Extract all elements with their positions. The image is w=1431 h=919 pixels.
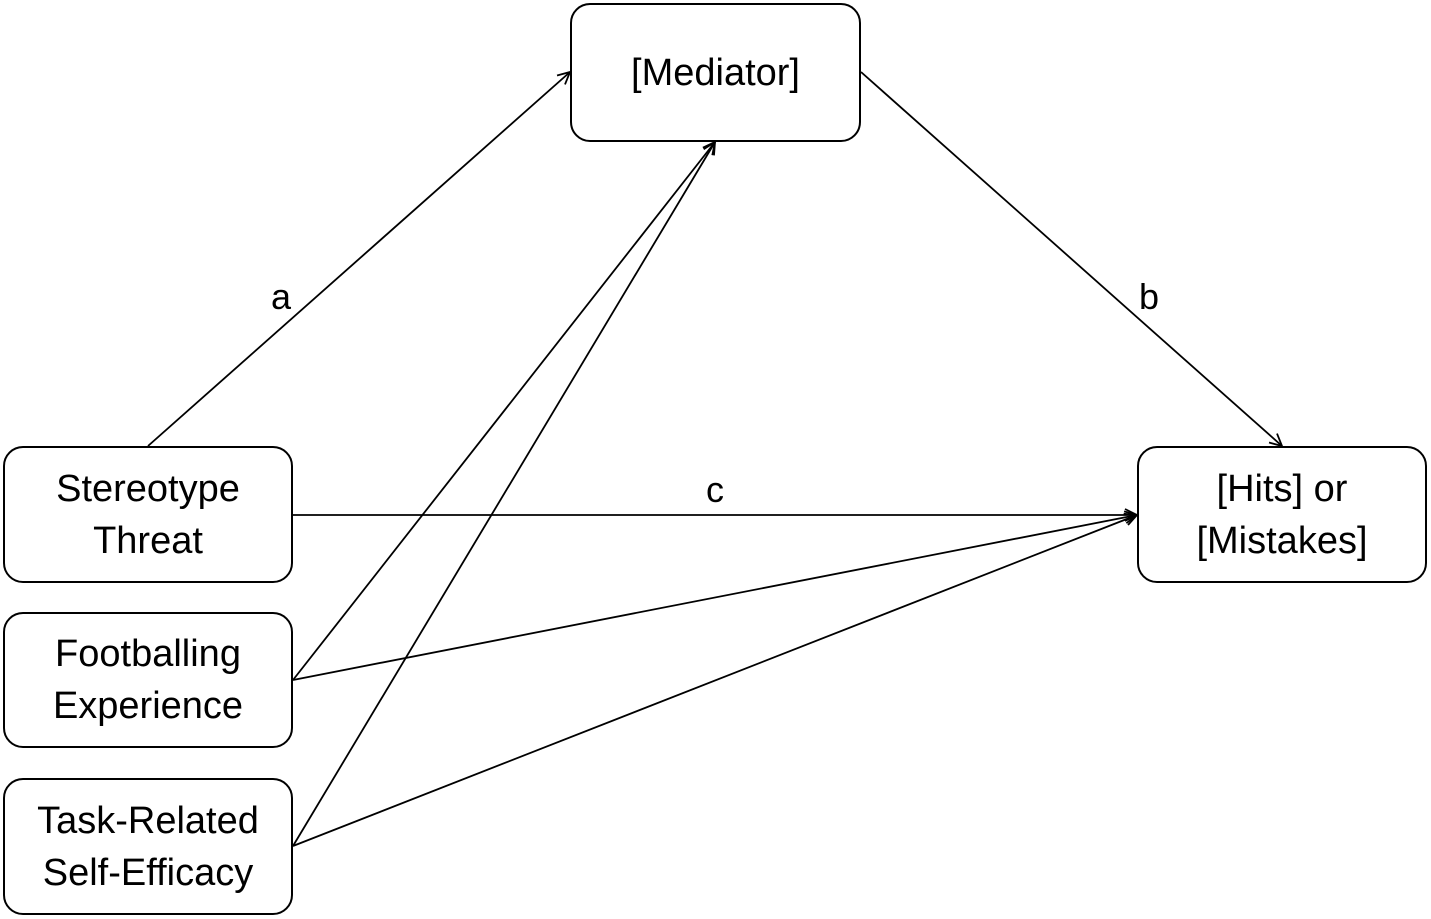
stereotype-threat-box: Stereotype Threat xyxy=(3,446,293,583)
path-label-c: c xyxy=(706,469,724,510)
arrow-efficacy-to-mediator xyxy=(292,142,715,847)
path-label-a: a xyxy=(270,276,292,317)
outcome-box: [Hits] or [Mistakes] xyxy=(1137,446,1427,583)
arrow-experience-to-outcome xyxy=(292,515,1137,681)
arrow-b-mediator-to-outcome xyxy=(860,71,1282,446)
mediator-label: [Mediator] xyxy=(631,51,800,94)
arrow-a-threat-to-mediator xyxy=(147,72,570,447)
mediator-box: [Mediator] xyxy=(570,3,861,142)
footballing-experience-label: Footballing Experience xyxy=(52,633,244,727)
self-efficacy-box: Task-Related Self-Efficacy xyxy=(3,778,293,915)
footballing-experience-box: Footballing Experience xyxy=(3,612,293,748)
arrow-efficacy-to-outcome xyxy=(292,515,1137,847)
arrow-experience-to-mediator xyxy=(292,142,715,681)
stereotype-threat-label: Stereotype Threat xyxy=(56,467,240,562)
path-label-b: b xyxy=(1138,276,1160,317)
outcome-label: [Hits] or [Mistakes] xyxy=(1196,467,1368,562)
self-efficacy-label: Task-Related Self-Efficacy xyxy=(37,799,259,894)
